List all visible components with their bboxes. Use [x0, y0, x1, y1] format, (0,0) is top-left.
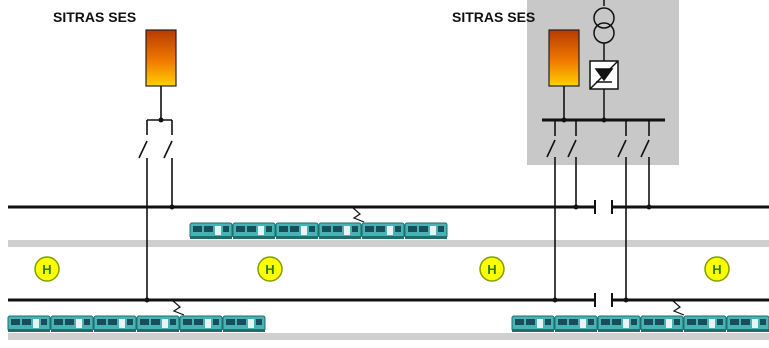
storage-unit-right — [548, 29, 580, 87]
storage-label-right: SITRAS SES — [452, 9, 536, 25]
junction-bus-2 — [601, 117, 607, 123]
junction-left-1 — [169, 204, 175, 210]
rectifier-icon — [589, 60, 619, 120]
tram-lower-left — [7, 299, 266, 333]
junction-sub-4 — [623, 297, 629, 303]
tram-lower-right — [511, 299, 769, 333]
stop-marker-label: H — [712, 262, 721, 277]
stop-marker-label: H — [487, 262, 496, 277]
platform-upper — [8, 240, 769, 247]
junction-sub-1 — [573, 204, 579, 210]
substation-feeders — [546, 120, 650, 300]
junction-sub-3 — [552, 297, 558, 303]
stop-marker-3: H — [479, 256, 505, 282]
junction-left-top — [158, 117, 164, 123]
storage-left-wiring — [138, 86, 173, 300]
storage-label-left: SITRAS SES — [53, 9, 137, 25]
transformer-icon — [593, 0, 615, 61]
stop-marker-2: H — [257, 256, 283, 282]
stop-marker-1: H — [34, 256, 60, 282]
stop-marker-label: H — [265, 262, 274, 277]
storage-unit-left — [145, 29, 177, 87]
platform-lower — [8, 333, 769, 340]
stop-marker-label: H — [42, 262, 51, 277]
junction-bus-1 — [561, 117, 567, 123]
junction-left-2 — [144, 297, 150, 303]
junction-sub-2 — [646, 204, 652, 210]
stop-marker-4: H — [704, 256, 730, 282]
tram-upper — [189, 206, 448, 240]
